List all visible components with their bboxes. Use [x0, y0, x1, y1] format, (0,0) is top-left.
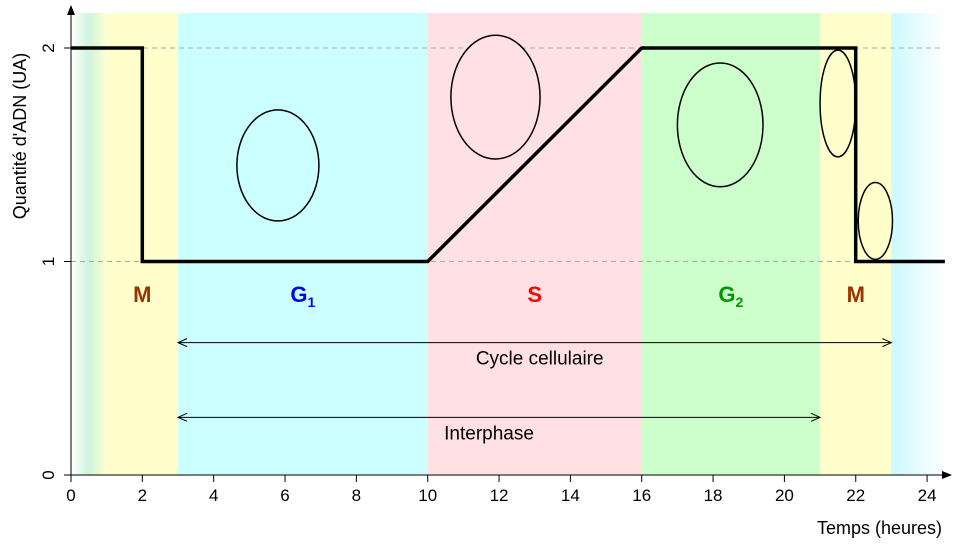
phase-letter: G	[290, 282, 307, 307]
phase-letter: S	[527, 282, 542, 307]
y-tick-label: 2	[39, 43, 58, 52]
x-tick-label: 22	[846, 486, 865, 505]
cell-ellipse	[676, 62, 764, 188]
span-label: Interphase	[444, 423, 534, 444]
cell-ellipse	[857, 181, 894, 261]
y-axis-title: Quantité d'ADN (UA)	[10, 53, 30, 220]
dna-quantity-line	[71, 46, 945, 264]
y-axis-arrowhead	[67, 5, 75, 15]
phase-label: S	[527, 282, 542, 307]
x-axis-arrowhead	[942, 471, 952, 479]
phase-band	[88, 13, 107, 475]
span-label: Cycle cellulaire	[476, 349, 604, 370]
phase-label: G1	[290, 282, 315, 310]
y-tick-label: 0	[39, 470, 58, 479]
x-tick-label: 18	[704, 486, 723, 505]
x-tick-label: 14	[561, 486, 580, 505]
phase-letter: G	[718, 282, 735, 307]
x-tick-label: 16	[632, 486, 651, 505]
x-tick-label: 24	[918, 486, 937, 505]
phase-label: G2	[718, 282, 743, 310]
x-tick-label: 20	[775, 486, 794, 505]
phase-letter: M	[847, 282, 865, 307]
x-tick-label: 2	[138, 486, 147, 505]
phase-letter: M	[133, 282, 151, 307]
span-arrowhead-right	[882, 338, 893, 348]
phase-band	[71, 13, 89, 475]
phase-band	[178, 13, 428, 475]
phase-label: M	[133, 282, 151, 307]
x-axis-title: Temps (heures)	[817, 518, 942, 538]
cell-ellipse	[819, 49, 857, 158]
x-tick-label: 12	[490, 486, 509, 505]
cell-ellipse	[236, 109, 320, 222]
y-tick-label: 1	[39, 257, 58, 266]
phase-subscript: 2	[736, 294, 744, 310]
data-series	[71, 46, 945, 264]
x-tick-label: 10	[418, 486, 437, 505]
span-arrowhead-left	[176, 412, 188, 422]
phase-band	[891, 13, 945, 475]
span-arrowhead-left	[176, 338, 188, 348]
phase-label: M	[847, 282, 865, 307]
cell-ellipses	[236, 34, 894, 261]
phase-subscript: 1	[308, 294, 316, 310]
x-tick-label: 8	[352, 486, 361, 505]
span-arrowhead-right	[810, 412, 822, 422]
x-tick-label: 6	[280, 486, 289, 505]
x-tick-label: 4	[209, 486, 218, 505]
x-tick-label: 0	[66, 486, 75, 505]
cell-ellipse	[450, 34, 541, 160]
